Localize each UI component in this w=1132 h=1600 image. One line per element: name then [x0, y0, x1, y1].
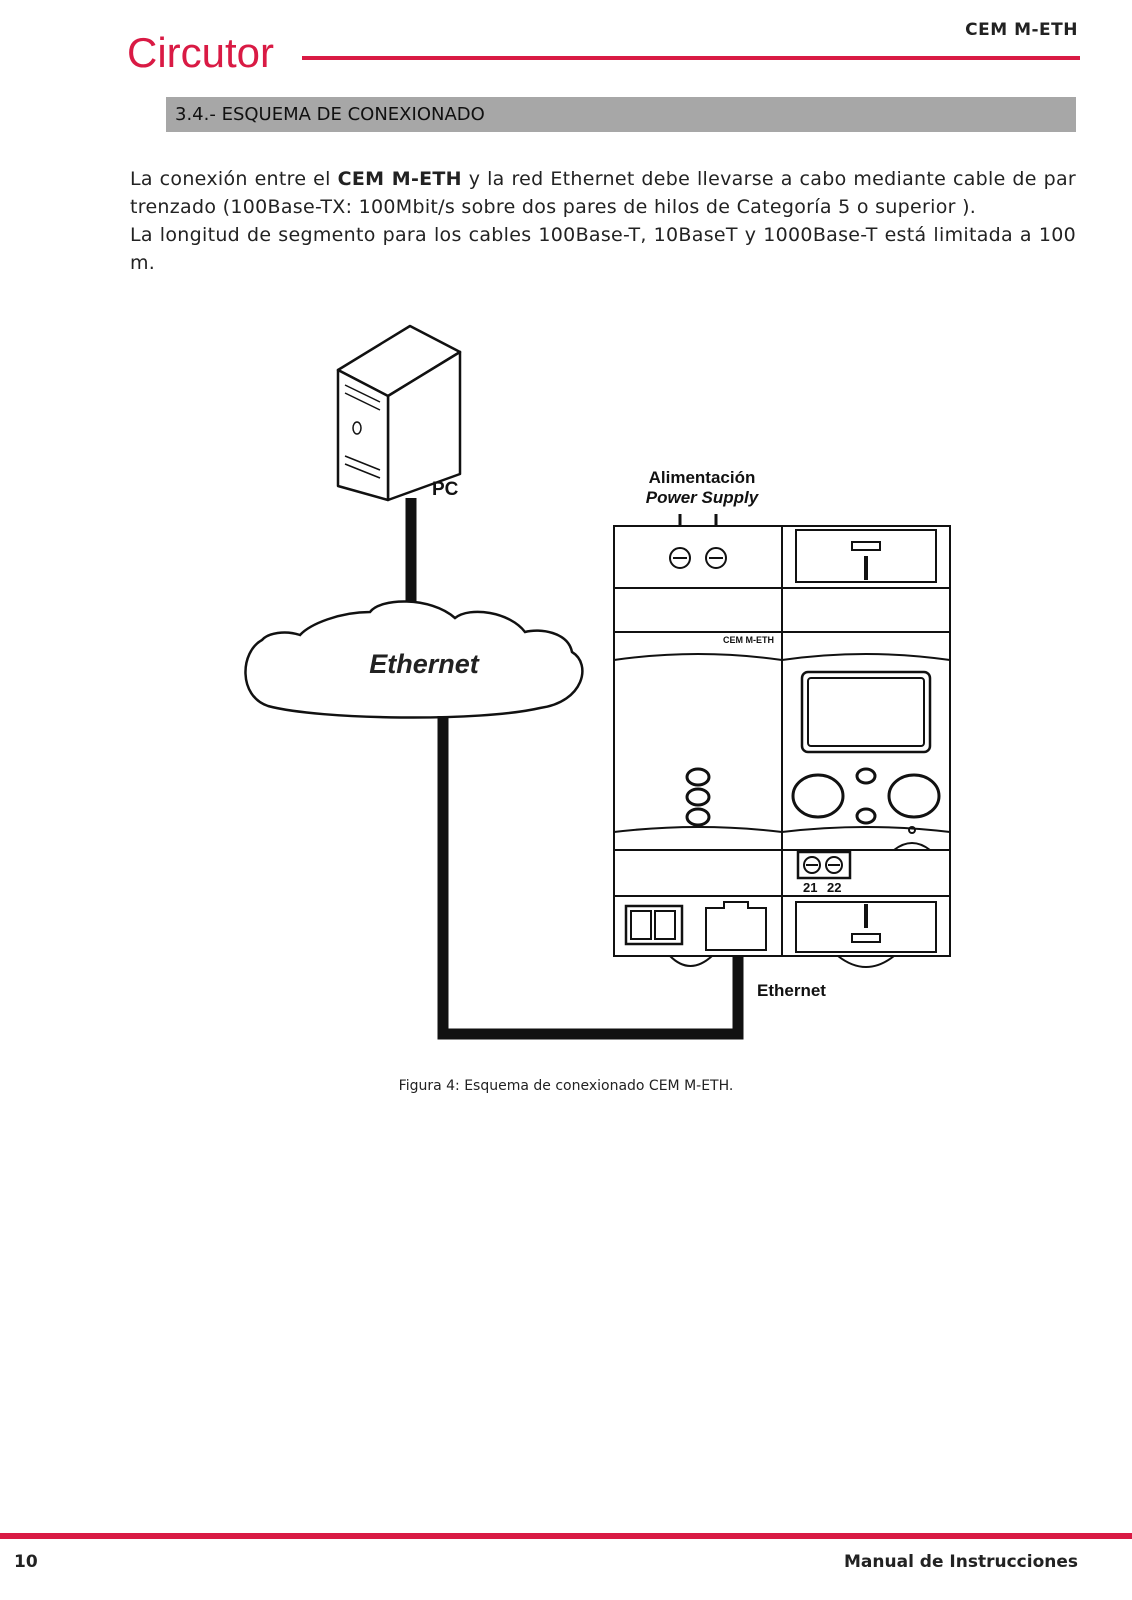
paragraph-1: La conexión entre el CEM M-ETH y la red …: [130, 165, 1076, 221]
page-number: 10: [14, 1552, 38, 1572]
footer-title: Manual de Instrucciones: [844, 1552, 1078, 1572]
ethernet-cloud-icon: [244, 600, 584, 719]
supply-label-en: Power Supply: [646, 488, 760, 507]
pc-tower-icon: [336, 324, 462, 502]
circutor-logo: Circutor: [127, 29, 275, 76]
device-label: CEM M-ETH: [723, 635, 774, 645]
terminal-21-label: 21: [803, 880, 817, 895]
ethernet-port-label: Ethernet: [757, 981, 826, 1000]
paragraph-2: La longitud de segmento para los cables …: [130, 224, 1076, 274]
doc-title: CEM M-ETH: [965, 20, 1078, 40]
p1-product-name: CEM M-ETH: [337, 168, 462, 190]
ethernet-cable: [437, 716, 744, 1040]
figure-caption: Figura 4: Esquema de conexionado CEM M-E…: [398, 1078, 734, 1094]
section-heading: 3.4.- ESQUEMA DE CONEXIONADO: [166, 97, 1076, 132]
p1-text-a: La conexión entre el: [130, 168, 338, 190]
terminal-22-label: 22: [827, 880, 841, 895]
header-rule: [302, 56, 1080, 60]
supply-label-es: Alimentación: [649, 468, 756, 487]
pc-label: PC: [432, 479, 459, 500]
connection-diagram: PC Ethernet Alimentación Power Supply CE…: [244, 324, 951, 1040]
footer-rule: [0, 1533, 1132, 1539]
cem-device: [613, 525, 783, 967]
body-text: La conexión entre el CEM M-ETH y la red …: [130, 165, 1076, 277]
cloud-label: Ethernet: [369, 649, 480, 679]
p1-text-b: y la red Ethernet debe llevarse a cabo m…: [130, 168, 1077, 218]
cem-display-module: [781, 525, 951, 968]
